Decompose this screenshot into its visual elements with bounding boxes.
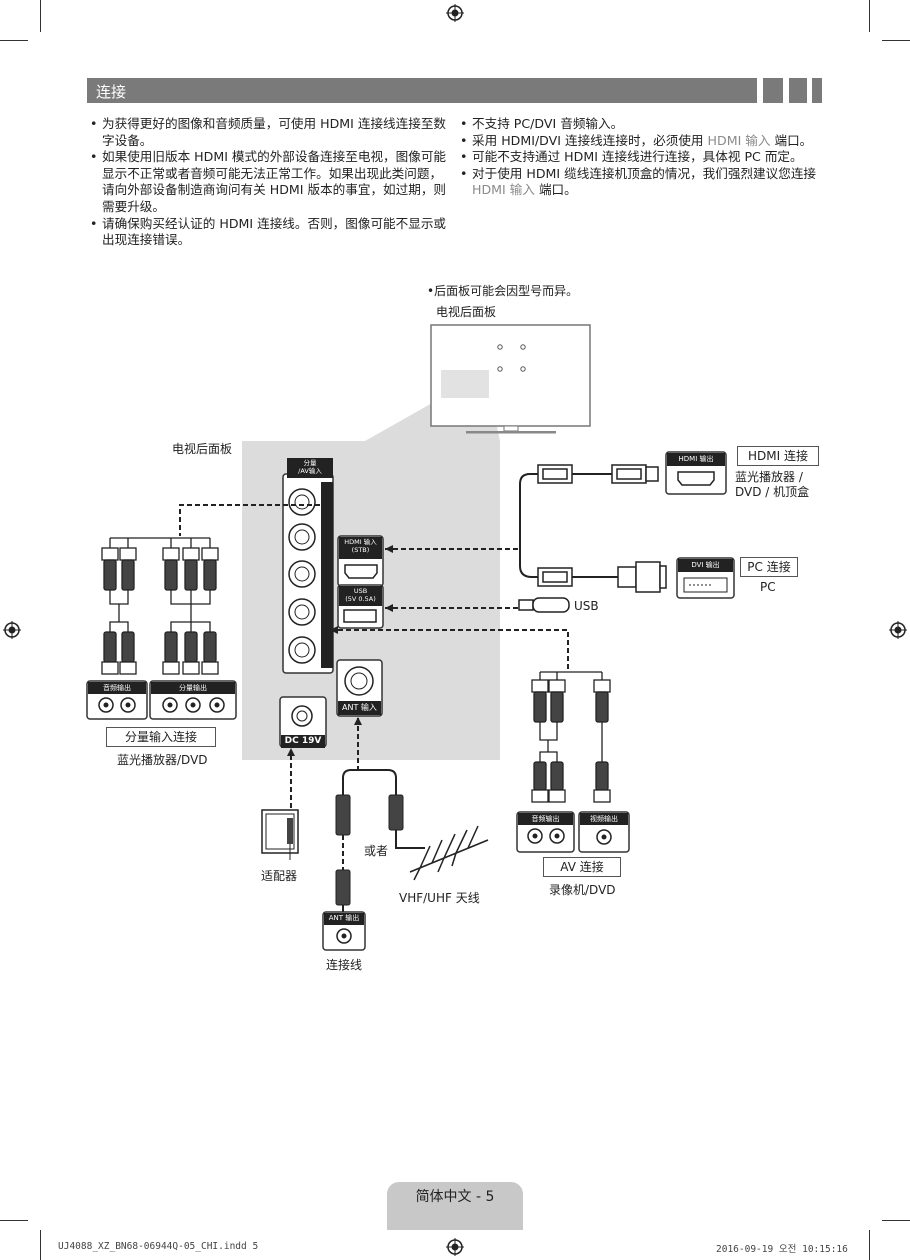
- dc-input-port: [279, 696, 327, 748]
- usb-stick-icon: [518, 597, 570, 613]
- antenna-label: VHF/UHF 天线: [399, 891, 480, 905]
- pc-label: PC: [760, 580, 776, 594]
- right-bullet-list: 不支持 PC/DVI 音频输入。 采用 HDMI/DVI 连接线连接时，必须使用…: [460, 116, 820, 199]
- bullet-item: 对于使用 HDMI 缆线连接机顶盒的情况，我们强烈建议您连接 HDMI 输入 端…: [460, 166, 820, 199]
- usb-port-label: USB (5V 0.5A): [345, 587, 376, 603]
- adapter-label: 适配器: [261, 869, 298, 883]
- bullet-item: 如果使用旧版本 HDMI 模式的外部设备连接至电视，图像可能显示不正常或者音频可…: [90, 149, 450, 215]
- tv-rear-outline-icon: [430, 324, 591, 434]
- page-tab: [387, 1182, 523, 1230]
- crop-mark: [0, 40, 28, 41]
- registration-mark-icon: [889, 621, 907, 639]
- header-block: [789, 78, 807, 103]
- dvi-output-label: DVI 输出: [691, 561, 720, 569]
- tv-rear-label: 电视后面板: [436, 305, 497, 319]
- hdmi-devices-label: 蓝光播放器 / DVD / 机顶盒: [735, 470, 810, 499]
- audio-output-label: 音频输出: [531, 815, 560, 823]
- bullet-item: 不支持 PC/DVI 音频输入。: [460, 116, 820, 133]
- crop-mark: [869, 1230, 870, 1260]
- ant-output-port: [322, 911, 366, 951]
- dvi-output-port: [676, 557, 735, 599]
- audio-component-output-panel: [86, 680, 237, 720]
- hdmi-output-port: [665, 451, 727, 495]
- av-cable-set-icon: [531, 671, 611, 803]
- crop-mark: [882, 1220, 910, 1221]
- file-slug: UJ4088_XZ_BN68-06944Q-05_CHI.indd 5: [58, 1241, 259, 1252]
- section-title: 连接: [96, 83, 127, 101]
- crop-mark: [869, 0, 870, 32]
- crop-mark: [0, 1220, 28, 1221]
- usb-device-label: USB: [574, 599, 599, 613]
- bullet-item: 为获得更好的图像和音频质量，可使用 HDMI 连接线连接至数字设备。: [90, 116, 450, 149]
- crop-mark: [882, 40, 910, 41]
- tv-rear-label: 电视后面板: [172, 442, 233, 456]
- bullet-item: 可能不支持通过 HDMI 连接线进行连接，具体视 PC 而定。: [460, 149, 820, 166]
- power-adapter-icon: [261, 809, 299, 860]
- coax-connector-icon: [335, 794, 404, 906]
- dc-label: DC 19V: [284, 736, 322, 746]
- component-output-label: 分量输出: [179, 684, 207, 692]
- component-connection-box: 分量输入连接: [106, 727, 216, 747]
- pc-connection-box: PC 连接: [740, 557, 798, 577]
- ant-input-label: ANT 输入: [342, 703, 377, 712]
- component-av-port-label: 分量 /AV输入: [298, 459, 322, 475]
- dvi-connector-icon: [617, 561, 667, 593]
- section-header-bar: [87, 78, 757, 103]
- header-block: [812, 78, 822, 103]
- page-number: 简体中文 - 5: [415, 1189, 495, 1205]
- audio-output-label: 音频输出: [103, 684, 131, 692]
- bullet-item: 采用 HDMI/DVI 连接线连接时，必须使用 HDMI 输入 端口。: [460, 133, 820, 150]
- dashed-av-line: [330, 629, 569, 672]
- dashed-component-line: [179, 504, 320, 536]
- hdmi-input-port: [337, 535, 384, 587]
- registration-mark-icon: [446, 1238, 464, 1256]
- dashed-usb-line: [385, 605, 519, 609]
- crop-mark: [40, 0, 41, 32]
- left-bullet-list: 为获得更好的图像和音频质量，可使用 HDMI 连接线连接至数字设备。 如果使用旧…: [90, 116, 450, 249]
- ant-output-label: ANT 输出: [328, 914, 360, 922]
- av-output-panel: [516, 811, 630, 853]
- component-devices-label: 蓝光播放器/DVD: [117, 753, 208, 767]
- component-cable-set-icon: [101, 537, 219, 675]
- crop-mark: [40, 1230, 41, 1260]
- bullet-item: 请确保购买经认证的 HDMI 连接线。否则，图像可能不显示或出现连接错误。: [90, 216, 450, 249]
- date-slug: 2016-09-19 오전 10:15:16: [716, 1244, 848, 1255]
- ant-input-port: [336, 659, 383, 717]
- hdmi-input-label: HDMI 输入 (STB): [344, 538, 377, 554]
- hdmi-output-label: HDMI 输出: [678, 455, 714, 463]
- av-connection-box: AV 连接: [543, 857, 621, 877]
- registration-mark-icon: [446, 4, 464, 22]
- usb-input-port: [337, 584, 384, 629]
- component-av-input-strip: [282, 458, 334, 674]
- cable-label: 连接线: [326, 958, 363, 972]
- hdmi-cable-connector-icon: [537, 464, 659, 587]
- header-block: [763, 78, 783, 103]
- video-output-label: 视频输出: [590, 815, 618, 823]
- antenna-icon: [409, 825, 489, 881]
- registration-mark-icon: [3, 621, 21, 639]
- av-devices-label: 录像机/DVD: [549, 883, 616, 897]
- model-note: •后面板可能会因型号而异。: [427, 284, 579, 298]
- hdmi-connection-box: HDMI 连接: [737, 446, 819, 466]
- or-label: 或者: [362, 842, 391, 859]
